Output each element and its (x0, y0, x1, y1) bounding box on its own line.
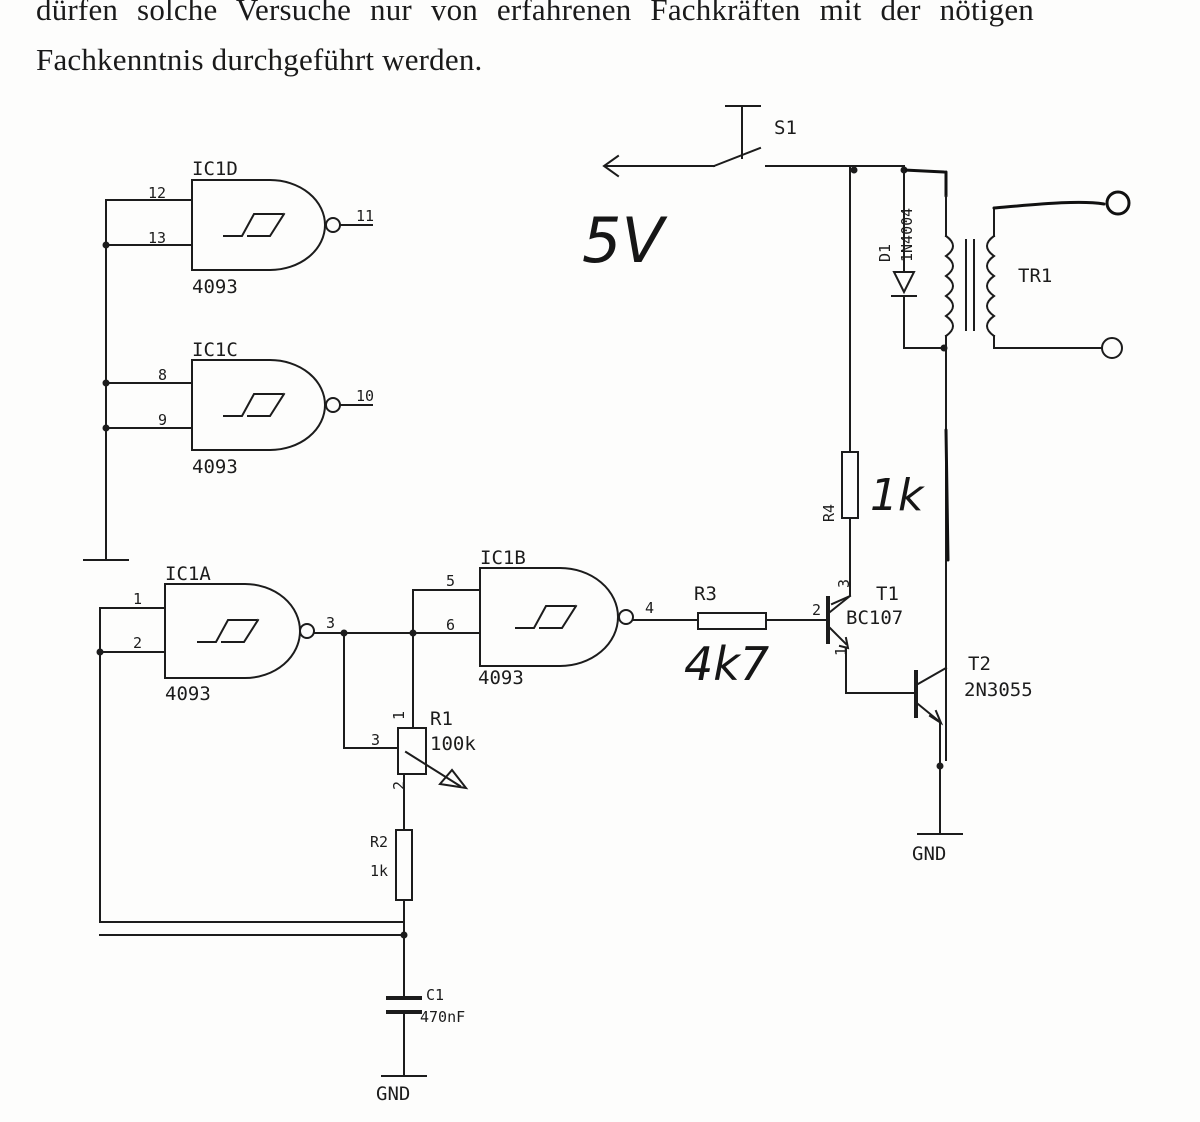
gate-ic1c-part: 4093 (192, 456, 238, 478)
transistor-t1-pin-2: 2 (812, 601, 821, 619)
resistor-r2: R2 1k (370, 829, 413, 901)
resistor-r4-label: R4 (820, 504, 838, 522)
transformer-tr1-label: TR1 (1018, 265, 1052, 287)
gate-ic1d-label: IC1D (192, 158, 238, 180)
gate-ic1b-pin-a: 5 (446, 572, 455, 590)
handwritten-r3-value: 4k7 (684, 637, 769, 691)
gate-ic1a-label: IC1A (165, 563, 211, 585)
potentiometer-r1-label: R1 (430, 708, 453, 730)
potentiometer-r1-pin-1: 1 (390, 711, 408, 720)
capacitor-c1-label: C1 (426, 986, 444, 1004)
gate-ic1d-part: 4093 (192, 276, 238, 298)
gate-ic1c-pin-b: 9 (158, 411, 167, 429)
handwritten-supply-label: 5V (582, 204, 668, 277)
gate-ic1c: IC1C 4093 8 9 10 (158, 339, 374, 478)
switch-s1-label: S1 (774, 117, 797, 139)
diode-d1: D1 1N4004 (876, 169, 945, 349)
document-text-line-2: Fachkenntnis durchgeführt werden. (36, 42, 483, 77)
gate-ic1b-pin-b: 6 (446, 616, 455, 634)
gate-ic1d-pin-b: 13 (148, 229, 166, 247)
transformer-tr1: TR1 (944, 195, 1103, 761)
diode-d1-part: 1N4004 (898, 208, 916, 262)
output-terminal-top (1105, 190, 1131, 216)
ground-label-t2: GND (912, 843, 946, 865)
gate-ic1b: IC1B 4093 5 6 4 (446, 547, 654, 689)
gate-ic1a-pin-a: 1 (133, 590, 142, 608)
capacitor-c1: C1 470nF (386, 986, 465, 1026)
potentiometer-r1-value: 100k (430, 733, 476, 755)
gate-ic1c-pin-a: 8 (158, 366, 167, 384)
resistor-r3: R3 (694, 583, 767, 630)
handwritten-r4-value: 1k (870, 470, 925, 521)
gate-ic1d: IC1D 4093 12 13 11 (148, 158, 374, 298)
potentiometer-r1: R1 100k 1 2 3 (371, 708, 476, 790)
gate-ic1a-part: 4093 (165, 683, 211, 705)
transistor-t2: T2 2N3055 (914, 653, 1033, 726)
gate-ic1b-pin-out: 4 (645, 599, 654, 617)
resistor-r4: R4 (820, 451, 859, 522)
transistor-t2-label: T2 (968, 653, 991, 675)
capacitor-c1-value: 470nF (420, 1008, 465, 1026)
transistor-t1-pin-3: 3 (835, 579, 853, 588)
document-text-line-1: dürfen solche Versuche nur von erfahrene… (36, 0, 1034, 27)
resistor-r2-value: 1k (370, 862, 388, 880)
switch-s1: S1 (602, 105, 855, 178)
ground-label-c1: GND (376, 1083, 410, 1105)
transistor-t1-pin-1: 1 (832, 647, 850, 656)
gate-ic1b-part: 4093 (478, 667, 524, 689)
gate-ic1c-label: IC1C (192, 339, 238, 361)
transistor-t1-part: BC107 (846, 607, 903, 629)
resistor-r2-label: R2 (370, 833, 388, 851)
transistor-t2-part: 2N3055 (964, 679, 1033, 701)
resistor-r3-label: R3 (694, 583, 717, 605)
output-terminal-bottom (1101, 337, 1123, 359)
gate-ic1a-pin-out: 3 (326, 614, 335, 632)
diode-d1-label: D1 (876, 244, 894, 262)
potentiometer-r1-pin-3: 3 (371, 731, 380, 749)
transistor-t1-label: T1 (876, 583, 899, 605)
potentiometer-r1-pin-2: 2 (390, 781, 408, 790)
gate-ic1d-pin-out: 11 (356, 207, 374, 225)
gate-ic1d-pin-a: 12 (148, 184, 166, 202)
gate-ic1a-pin-b: 2 (133, 634, 142, 652)
transistor-t1: T1 BC107 2 3 1 (812, 579, 903, 656)
gate-ic1c-pin-out: 10 (356, 387, 374, 405)
gate-ic1a: IC1A 4093 1 2 3 (133, 563, 335, 705)
gate-ic1b-label: IC1B (480, 547, 526, 569)
